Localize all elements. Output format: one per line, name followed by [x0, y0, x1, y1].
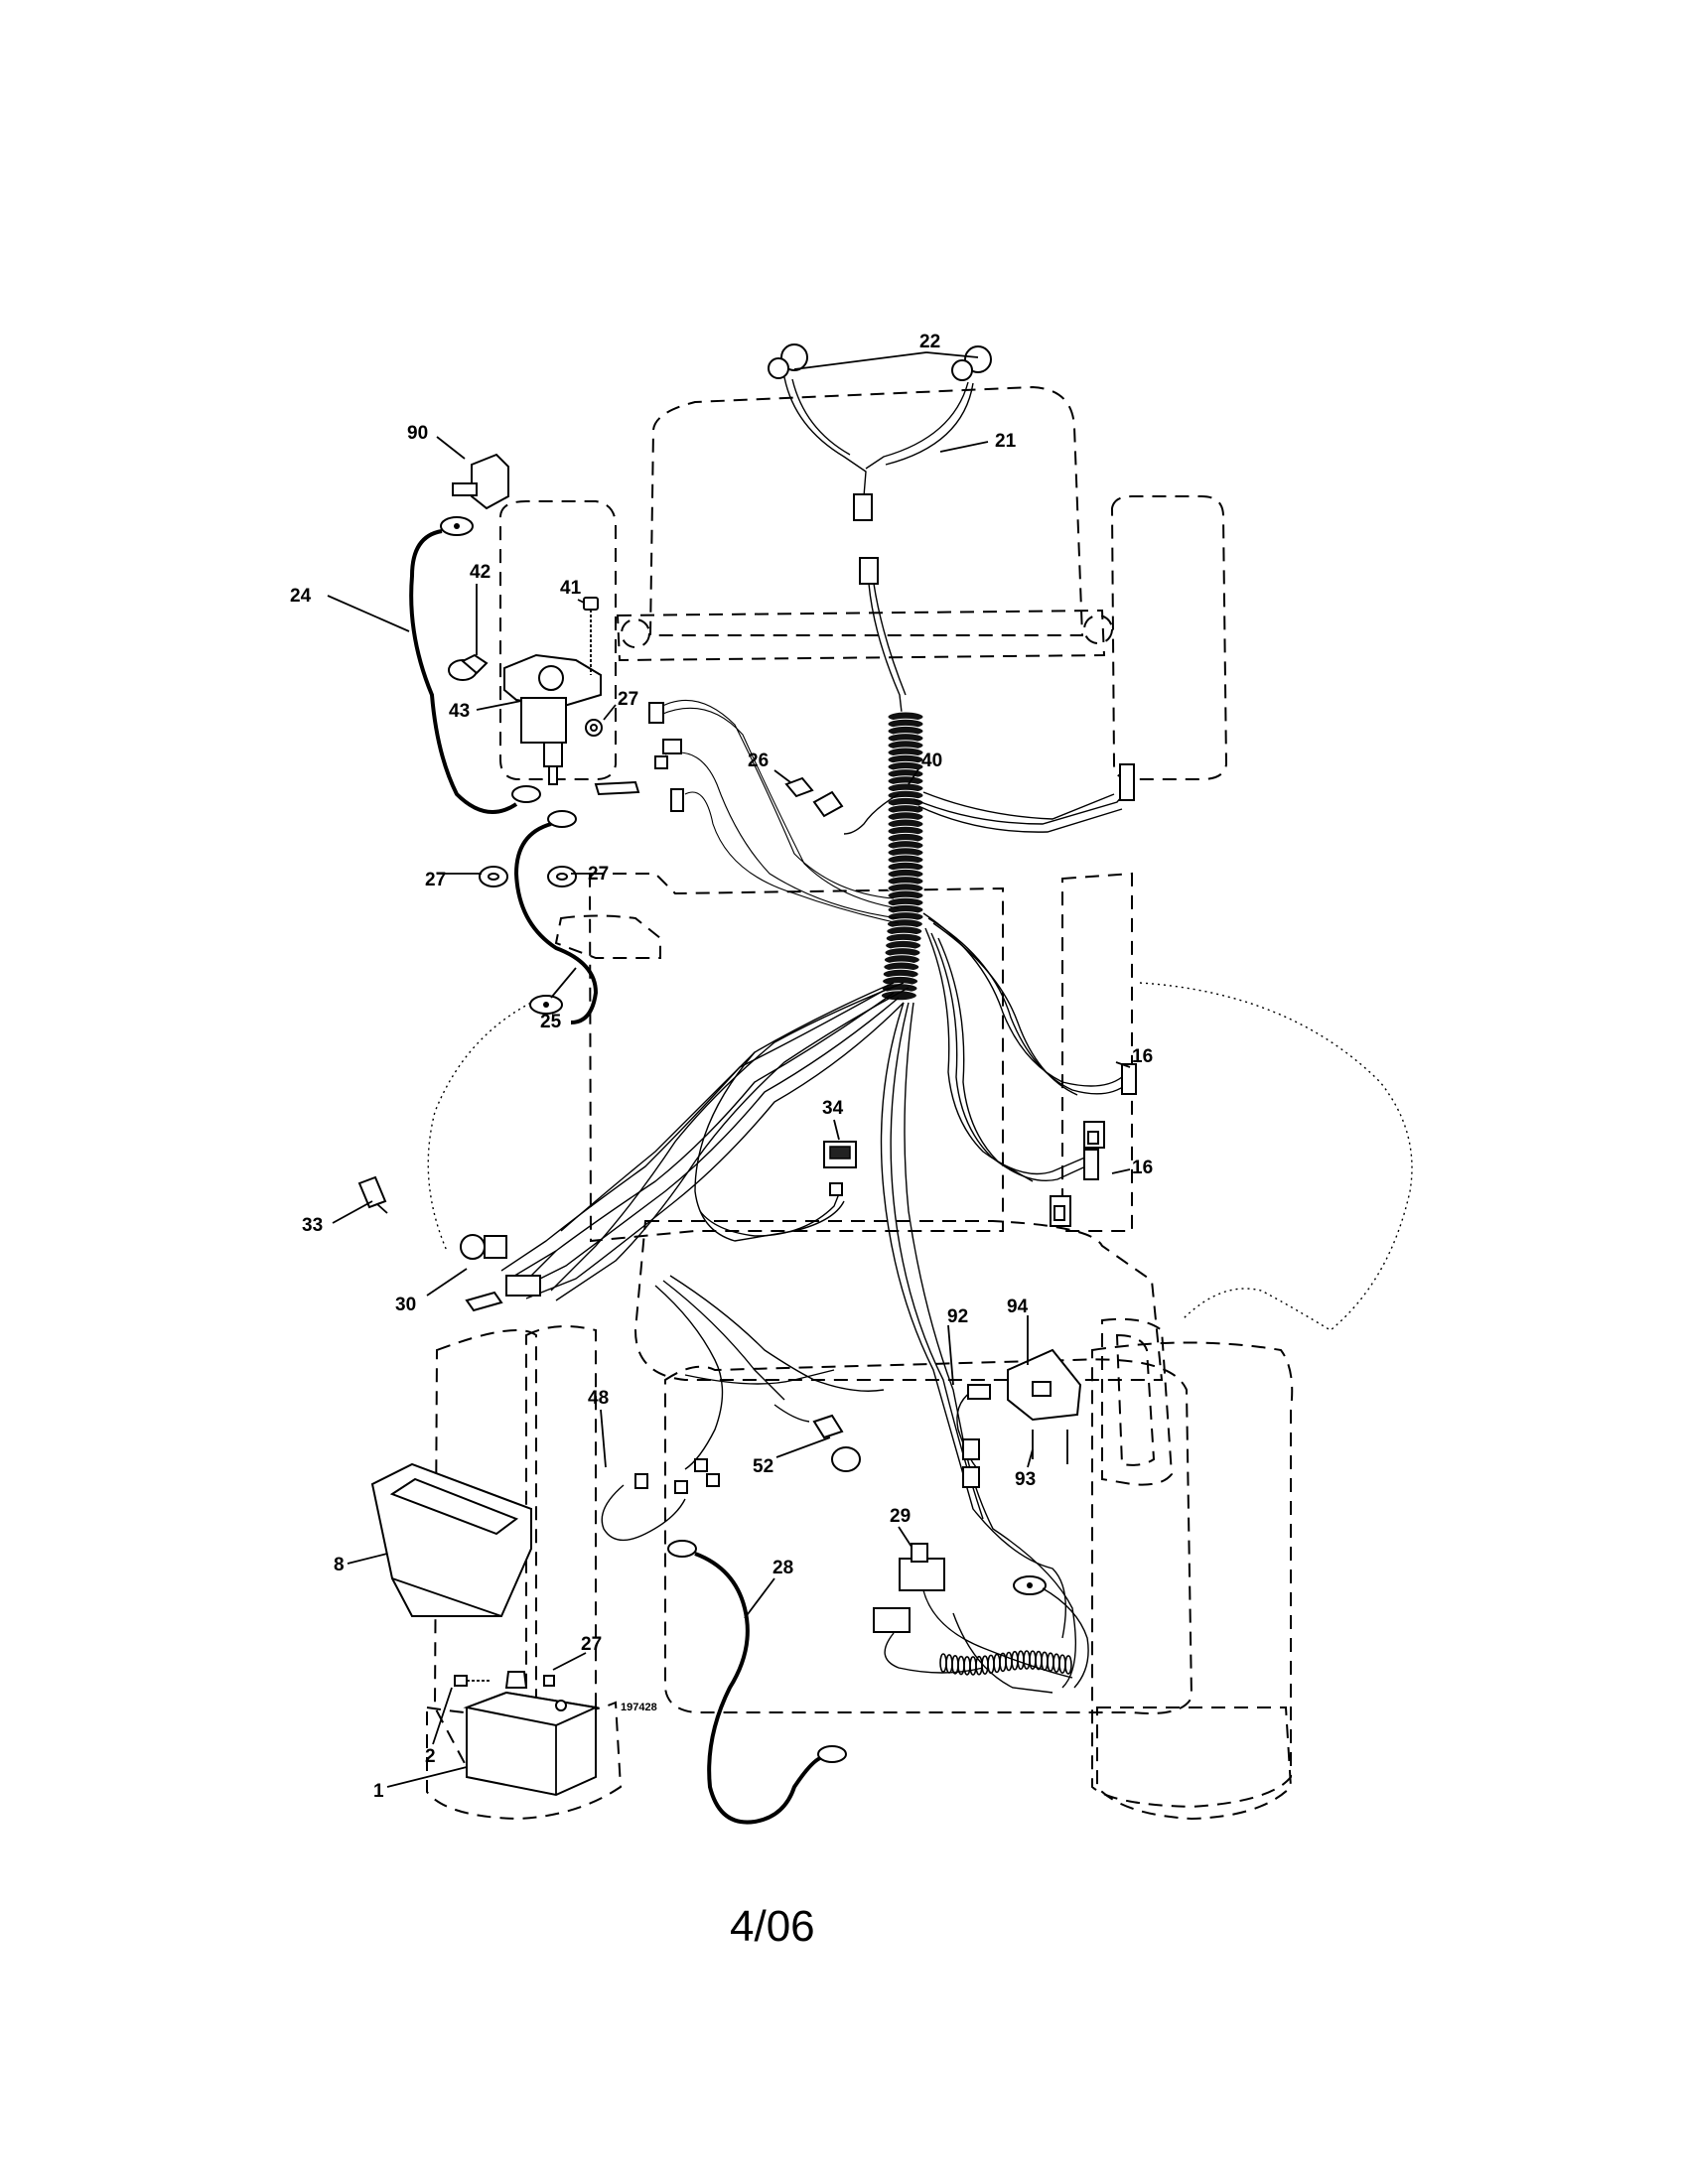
label-94: 94: [1007, 1297, 1029, 1317]
label-24: 24: [290, 586, 312, 607]
spring-coil: [963, 1656, 971, 1676]
label-22: 22: [919, 332, 940, 352]
spring-coil: [1052, 1653, 1060, 1673]
spring-coil: [993, 1653, 1001, 1674]
label-2: 2: [425, 1746, 436, 1767]
coil-segment: [880, 990, 917, 1002]
label-52: 52: [753, 1456, 773, 1477]
label-8: 8: [334, 1555, 345, 1575]
label-34: 34: [822, 1098, 844, 1119]
label-43: 43: [449, 701, 470, 722]
tractor-outline: [426, 385, 1413, 1821]
label-92: 92: [947, 1306, 968, 1327]
label-27-upper: 27: [618, 689, 638, 710]
spring-coil: [1017, 1650, 1025, 1671]
label-21: 21: [995, 431, 1017, 452]
spring-coil: [951, 1655, 959, 1675]
spring-coil: [939, 1653, 947, 1673]
label-27-right: 27: [588, 864, 609, 885]
label-26: 26: [748, 751, 769, 771]
spring-coil: [1041, 1651, 1049, 1672]
spring-coil: [1058, 1654, 1066, 1674]
label-1: 1: [373, 1781, 384, 1802]
label-41: 41: [560, 578, 582, 599]
spring-coil: [1064, 1655, 1072, 1675]
label-25: 25: [540, 1012, 562, 1032]
leader-lines: [327, 351, 1131, 1788]
harness-coil: [880, 711, 924, 1002]
label-93: 93: [1015, 1469, 1036, 1490]
date-code: 4/06: [730, 1902, 815, 1951]
drawing-number: 197428: [621, 1702, 657, 1713]
label-48: 48: [588, 1388, 609, 1409]
part-number-labels: 22 21 90 42 41 24 43 27 26 40 27 27 25 1…: [290, 332, 1153, 1951]
components: [357, 776, 1105, 1797]
harness-wires: [500, 699, 1137, 1689]
label-42: 42: [470, 562, 491, 583]
label-27-left: 27: [425, 870, 446, 890]
label-33: 33: [302, 1215, 323, 1236]
battery-cables: [409, 516, 847, 1825]
label-40: 40: [921, 751, 942, 771]
label-29: 29: [890, 1506, 911, 1527]
spring-coil: [987, 1654, 995, 1675]
label-90: 90: [407, 423, 428, 444]
spring-coil: [1005, 1651, 1013, 1672]
spring-coil: [1035, 1650, 1043, 1671]
headlight-harness: [768, 343, 992, 731]
spring-coil: [1023, 1650, 1031, 1670]
label-30: 30: [395, 1295, 416, 1315]
label-16-lower: 16: [1132, 1158, 1153, 1178]
label-27-battery: 27: [581, 1634, 602, 1655]
label-28: 28: [772, 1558, 793, 1578]
spring-coil: [1047, 1652, 1054, 1672]
spring-coil: [945, 1654, 953, 1674]
spring-coil: [969, 1656, 977, 1676]
solenoid-assembly: [448, 453, 684, 887]
label-16-upper: 16: [1132, 1046, 1153, 1067]
